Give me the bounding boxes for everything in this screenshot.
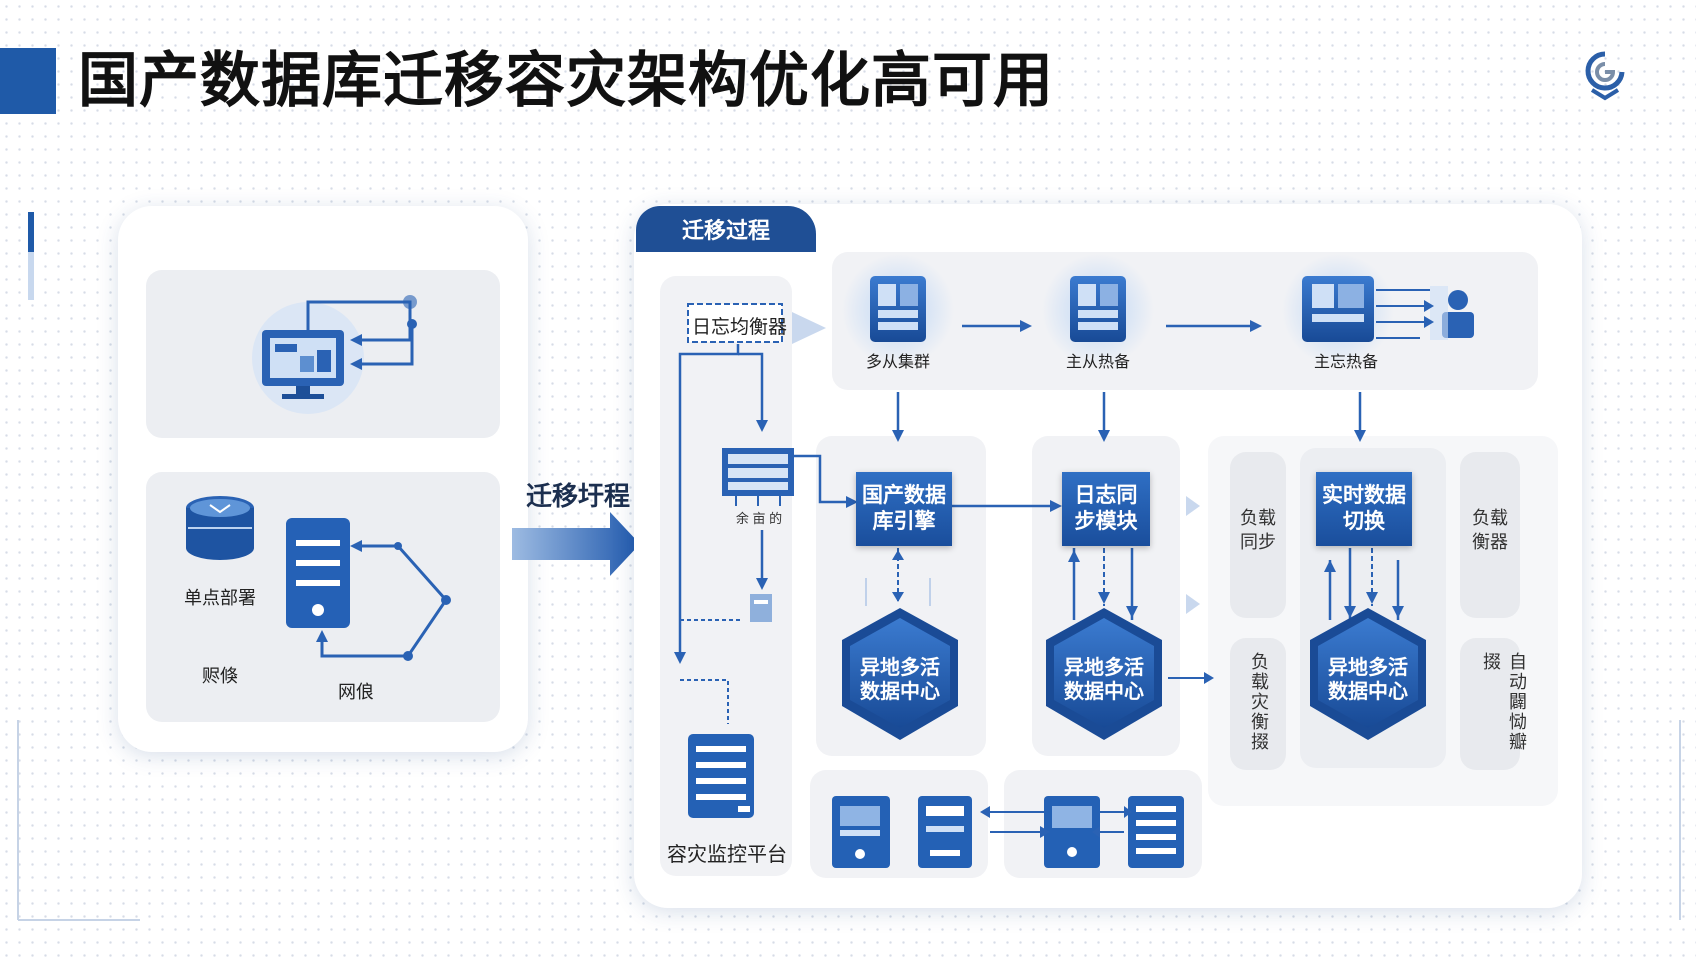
server-icon <box>286 518 350 628</box>
load-balancer-panel <box>1460 452 1520 618</box>
datacenter-hex-1 <box>842 608 958 740</box>
top-node-label-3: 主忘热备 <box>1313 354 1378 371</box>
datacenter-label-2: 异地多活数据中心 <box>1064 657 1144 703</box>
vert-right-panel <box>1460 638 1520 770</box>
migration-arrow-label: 迁移圩程 <box>526 481 631 511</box>
vert-left-panel <box>1230 638 1286 770</box>
router-icon <box>722 448 794 506</box>
storage-icon-2 <box>918 796 972 868</box>
left-accent-bar-light <box>28 252 34 300</box>
datacenter-hex-3 <box>1310 608 1426 740</box>
master-master-hotstandby-icon <box>1282 254 1394 366</box>
load-sync-label: 负载同步 <box>1240 508 1276 552</box>
log-balancer-label: 日忘均衡器 <box>692 317 788 338</box>
storage-icon-1 <box>832 796 890 868</box>
realtime-switch-box: 实时数据切换 <box>1316 472 1412 546</box>
title-accent-bar <box>0 48 56 114</box>
single-node-label: 单点部署 <box>184 588 256 608</box>
left-label-a: 赆倏 <box>202 666 238 686</box>
realtime-switch-label: 实时数据切换 <box>1322 484 1406 533</box>
log-sync-box: 日志同步模块 <box>1062 472 1150 546</box>
monitor-platform-icon <box>688 734 754 818</box>
vertical-label-left: 负载灾衡掇 <box>1249 652 1269 752</box>
monitor-platform-label: 容灾监控平台 <box>667 844 787 866</box>
page-title: 国产数据库迁移容灾架构优化高可用 <box>78 47 1054 114</box>
top-node-label-2: 主从热备 <box>1065 354 1130 371</box>
left-label-b: 网俍 <box>338 682 374 702</box>
vertical-label-right: 自动闢恸瓣掇 <box>1481 652 1527 752</box>
storage-icon-4 <box>1128 796 1184 868</box>
brand-logo-icon <box>1585 51 1625 101</box>
load-sync-panel <box>1230 452 1286 618</box>
datacenter-hex-2 <box>1046 608 1162 740</box>
datacenter-label-3: 异地多活数据中心 <box>1328 657 1408 703</box>
master-slave-hotstandby-icon <box>1042 254 1154 366</box>
load-balancer-label: 负载衡器 <box>1472 508 1508 552</box>
database-icon <box>186 496 254 560</box>
storage-icon-3 <box>1044 796 1100 868</box>
left-accent-bar <box>28 212 34 252</box>
db-engine-box: 国产数据库引擎 <box>856 472 952 546</box>
top-node-label-1: 多从集群 <box>865 354 930 371</box>
user-icon <box>1430 286 1474 340</box>
process-tag: 迁移过程 <box>636 206 816 252</box>
datacenter-label-1: 异地多活数据中心 <box>860 657 940 703</box>
db-engine-label: 国产数据库引擎 <box>862 484 946 533</box>
log-sync-label: 日志同步模块 <box>1074 484 1138 533</box>
multi-slave-cluster-icon <box>842 254 954 366</box>
router-label: 余 亩 的 <box>735 511 783 526</box>
